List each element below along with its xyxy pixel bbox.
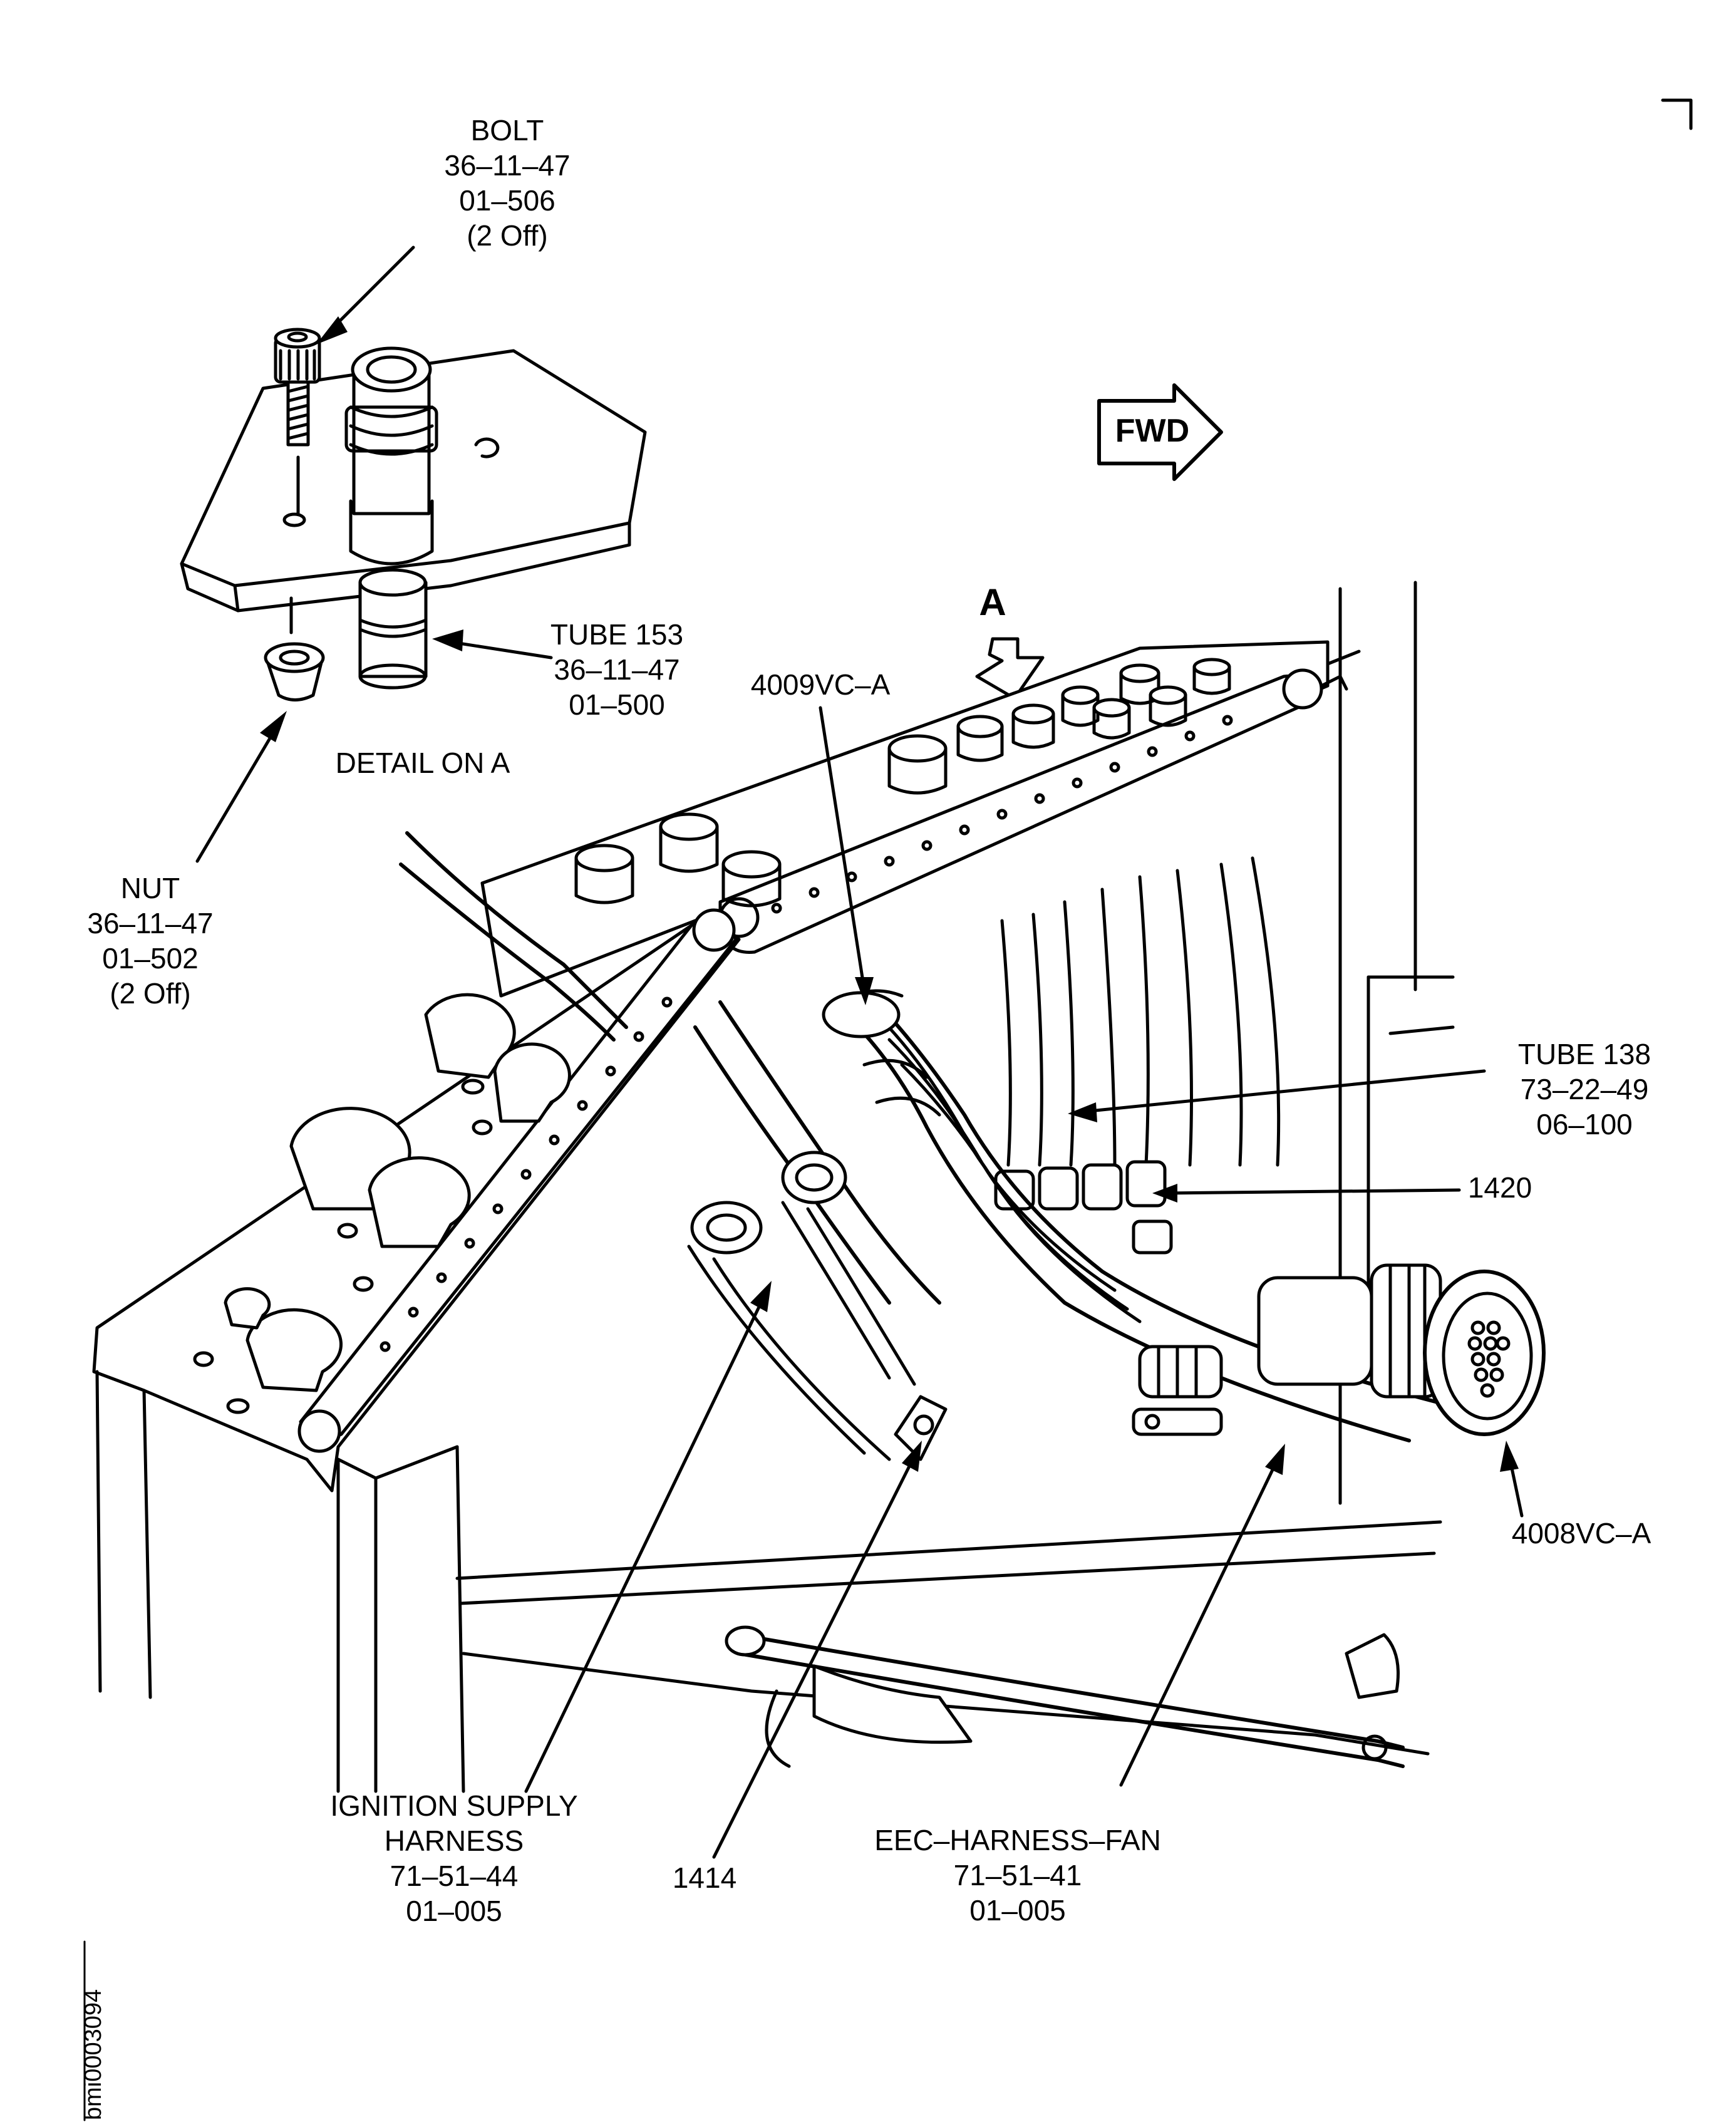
nut-leader [195,722,281,863]
clamp-1420-label: 1420 [1467,1171,1532,1204]
corner-mark [1661,98,1693,130]
eec-leader [1119,1457,1279,1787]
detail-on-a-label: DETAIL ON A [335,747,510,779]
left-panel-cylinders [193,993,571,1414]
ignition-harness [399,831,948,1461]
fwd-arrow [1097,383,1223,481]
detail-a-nut [264,596,325,701]
clamp-1420 [994,1160,1173,1255]
valve-caps [574,658,1231,908]
lower-tubes [725,1625,1405,1768]
view-a-label: A [979,581,1006,623]
connector-4008vc-a-label: 4008VC–A [1511,1517,1651,1550]
detail-a-bolt [274,328,321,515]
clamp-1414-label: 1414 [672,1861,737,1894]
n1414-leader [712,1454,916,1859]
tube153-leader [449,640,553,660]
fwd-label: FWD [1115,413,1190,449]
detail-a-tube [344,346,438,690]
c4009-leader [819,706,866,991]
figure-id: bmi0003094 [80,1989,106,2120]
connector-4009vc-a-label: 4009VC–A [750,668,891,701]
ignition-leader [524,1295,766,1793]
tube138-leader [1082,1069,1486,1114]
main-assembly [92,581,1546,1793]
connector-4008vc-a [1257,1263,1546,1436]
n1420-leader [1163,1188,1461,1195]
